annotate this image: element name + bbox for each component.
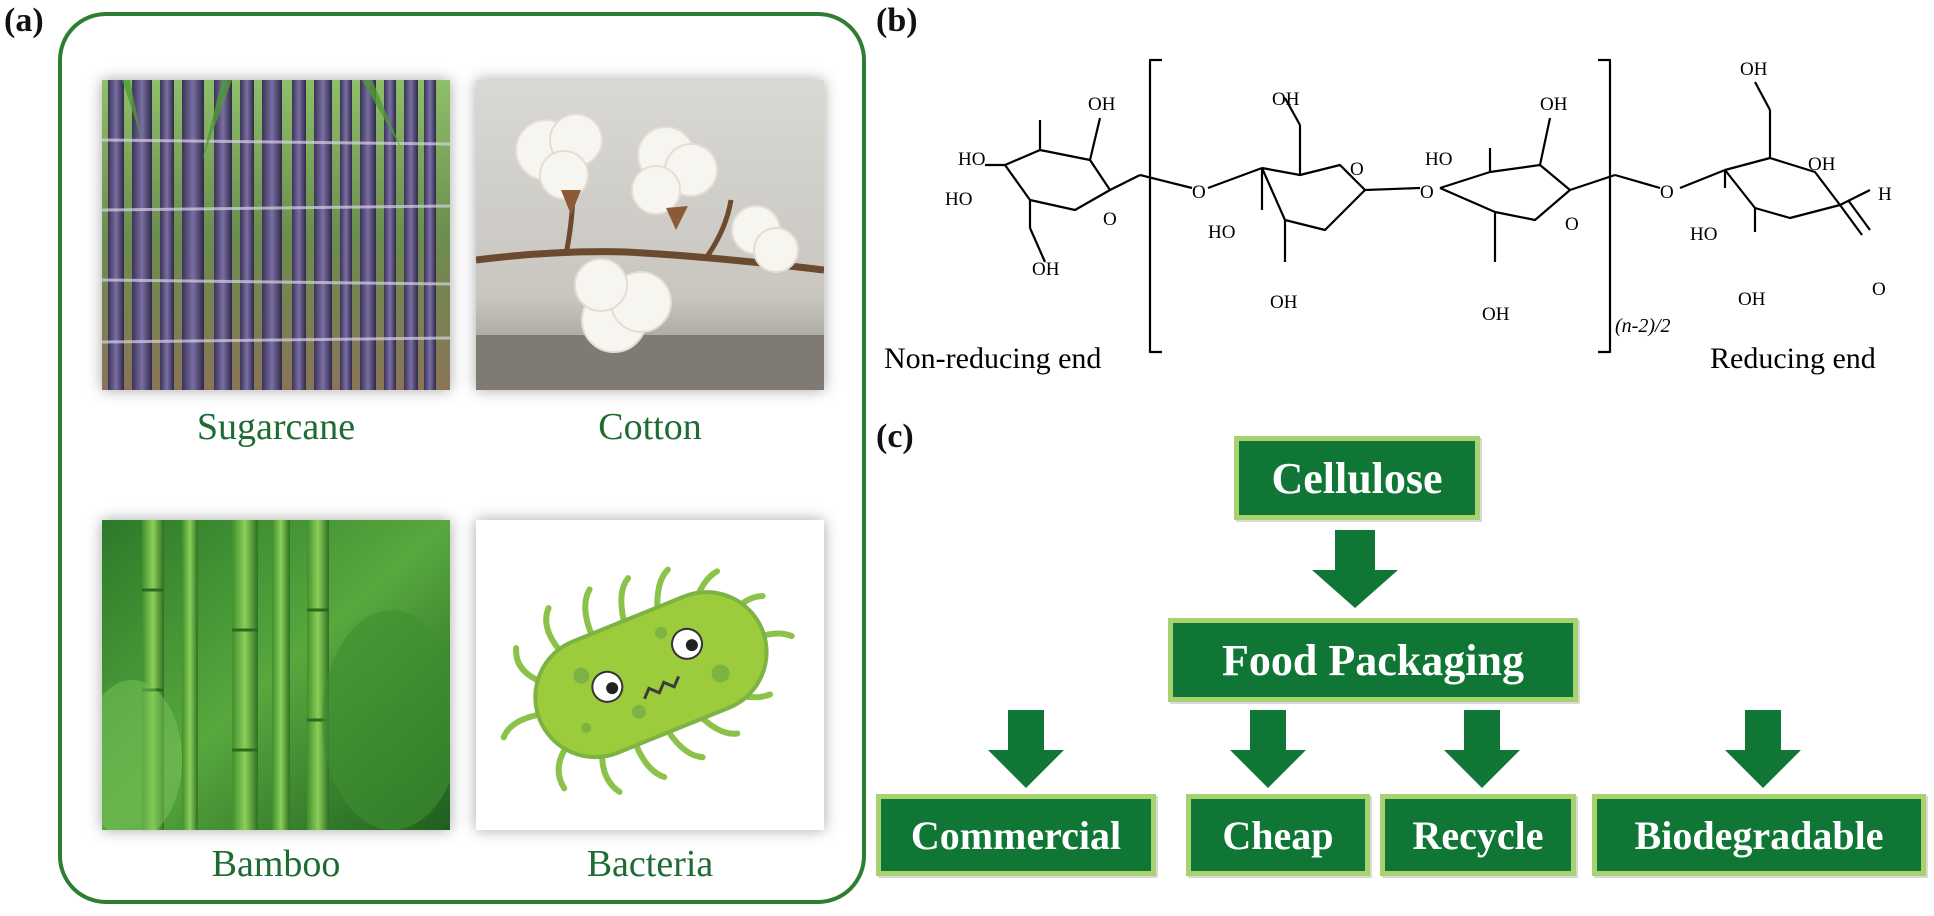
cotton-image xyxy=(476,80,824,390)
label-oh: OH xyxy=(1272,89,1300,110)
bacteria-image xyxy=(476,520,824,830)
arrow-down-icon xyxy=(1725,710,1801,788)
box-commercial: Commercial xyxy=(876,794,1156,876)
arrow-down-icon xyxy=(1312,530,1398,608)
box-biodegradable: Biodegradable xyxy=(1592,794,1926,876)
box-cheap: Cheap xyxy=(1186,794,1370,876)
label-oh: OH xyxy=(1270,292,1298,313)
bamboo-image xyxy=(102,520,450,830)
cellulose-structure: HO HO OH OH O O OH O HO OH O HO OH O OH … xyxy=(884,58,1892,375)
label-o: O xyxy=(1872,279,1886,300)
label-h: H xyxy=(1878,184,1892,205)
label-o: O xyxy=(1420,182,1434,203)
panel-label-a: (a) xyxy=(4,2,44,39)
label-ho: HO xyxy=(1690,224,1717,245)
label-oh: OH xyxy=(1540,94,1568,115)
label-oh: OH xyxy=(1032,259,1060,280)
box-cellulose: Cellulose xyxy=(1234,436,1480,520)
reducing-end-label: Reducing end xyxy=(1710,342,1876,375)
caption-bamboo: Bamboo xyxy=(211,843,341,885)
label-oh: OH xyxy=(1738,289,1766,310)
caption-cotton: Cotton xyxy=(598,406,702,448)
arrow-down-icon xyxy=(1230,710,1306,788)
label-oh: OH xyxy=(1482,304,1510,325)
label-o: O xyxy=(1103,209,1117,230)
repeat-subscript: (n-2)/2 xyxy=(1615,315,1671,337)
panel-label-c: (c) xyxy=(876,418,914,455)
label-ho: HO xyxy=(1208,222,1235,243)
label-o: O xyxy=(1192,182,1206,203)
non-reducing-end-label: Non-reducing end xyxy=(884,342,1101,375)
label-o: O xyxy=(1565,214,1579,235)
arrow-down-icon xyxy=(1444,710,1520,788)
box-recycle: Recycle xyxy=(1380,794,1576,876)
label-ho: HO xyxy=(945,189,972,210)
label-oh: OH xyxy=(1740,59,1768,80)
sugarcane-image xyxy=(102,80,450,390)
label-oh: OH xyxy=(1808,154,1836,175)
caption-bacteria: Bacteria xyxy=(586,843,714,885)
label-o: O xyxy=(1350,159,1364,180)
arrow-down-icon xyxy=(988,710,1064,788)
panel-label-b: (b) xyxy=(876,2,918,39)
caption-sugarcane: Sugarcane xyxy=(196,406,356,448)
label-o: O xyxy=(1660,182,1674,203)
label-ho: HO xyxy=(958,149,985,170)
label-oh: OH xyxy=(1088,94,1116,115)
sources-frame xyxy=(58,12,866,904)
label-ho: HO xyxy=(1425,149,1452,170)
box-food-packaging: Food Packaging xyxy=(1168,618,1578,702)
